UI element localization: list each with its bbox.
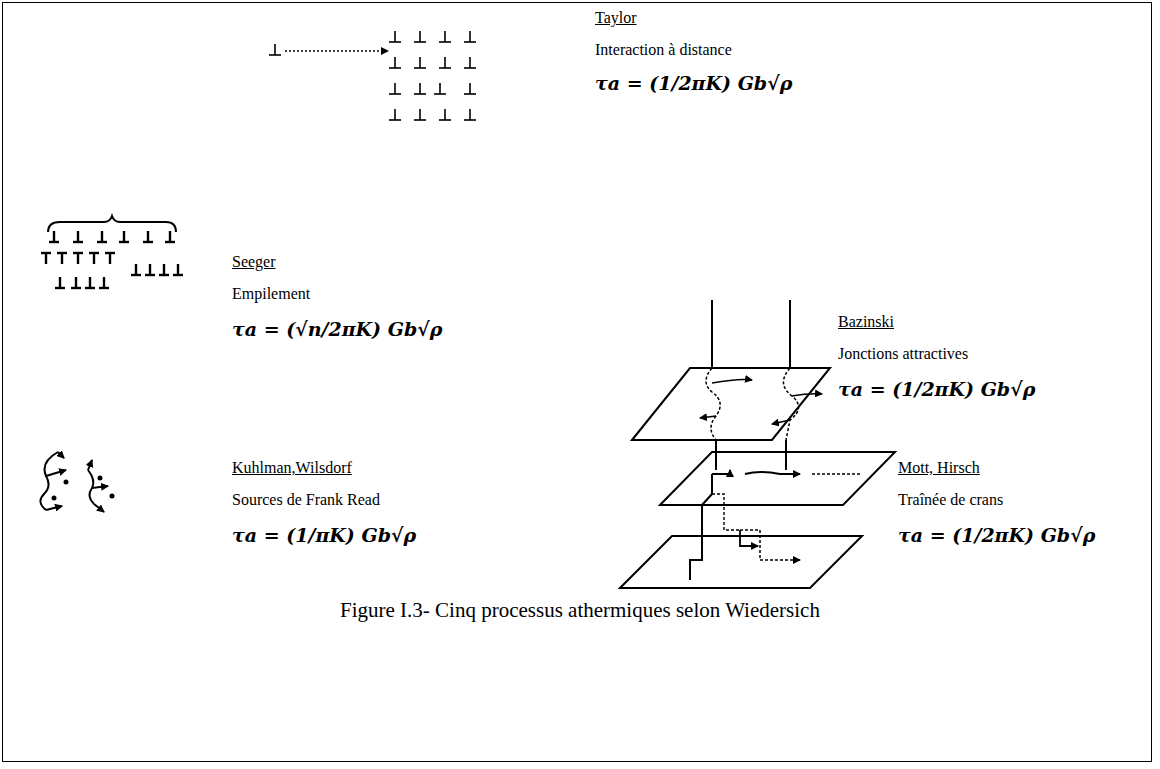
stress-formula: τa = (1/2πK) Gb√ρ [595,72,792,95]
process-description: Empilement [232,284,310,303]
figure-caption: Figure I.3- Cinq processus athermiques s… [340,598,820,623]
process-description: Jonctions attractives [838,344,968,363]
bazinski-illustration [632,300,830,470]
stress-formula: τa = (1/πK) Gb√ρ [232,524,416,547]
process-name: Mott, Hirsch [898,458,980,477]
process-name: Taylor [595,8,637,27]
stress-formula: τa = (1/2πK) Gb√ρ [838,378,1035,401]
process-description: Interaction à distance [595,40,732,59]
stress-formula: τa = (√n/2πK) Gb√ρ [232,318,442,341]
process-name: Seeger [232,252,276,271]
process-name: Kuhlman,Wilsdorf [232,458,352,477]
frank-read-illustration [40,452,113,512]
process-description: Traînée de crans [898,490,1003,509]
seeger-illustration [41,216,183,288]
jog-drag-illustration [620,452,895,588]
taylor-illustration [269,31,476,120]
process-name: Bazinski [838,312,894,331]
process-description: Sources de Frank Read [232,490,380,509]
stress-formula: τa = (1/2πK) Gb√ρ [898,524,1095,547]
